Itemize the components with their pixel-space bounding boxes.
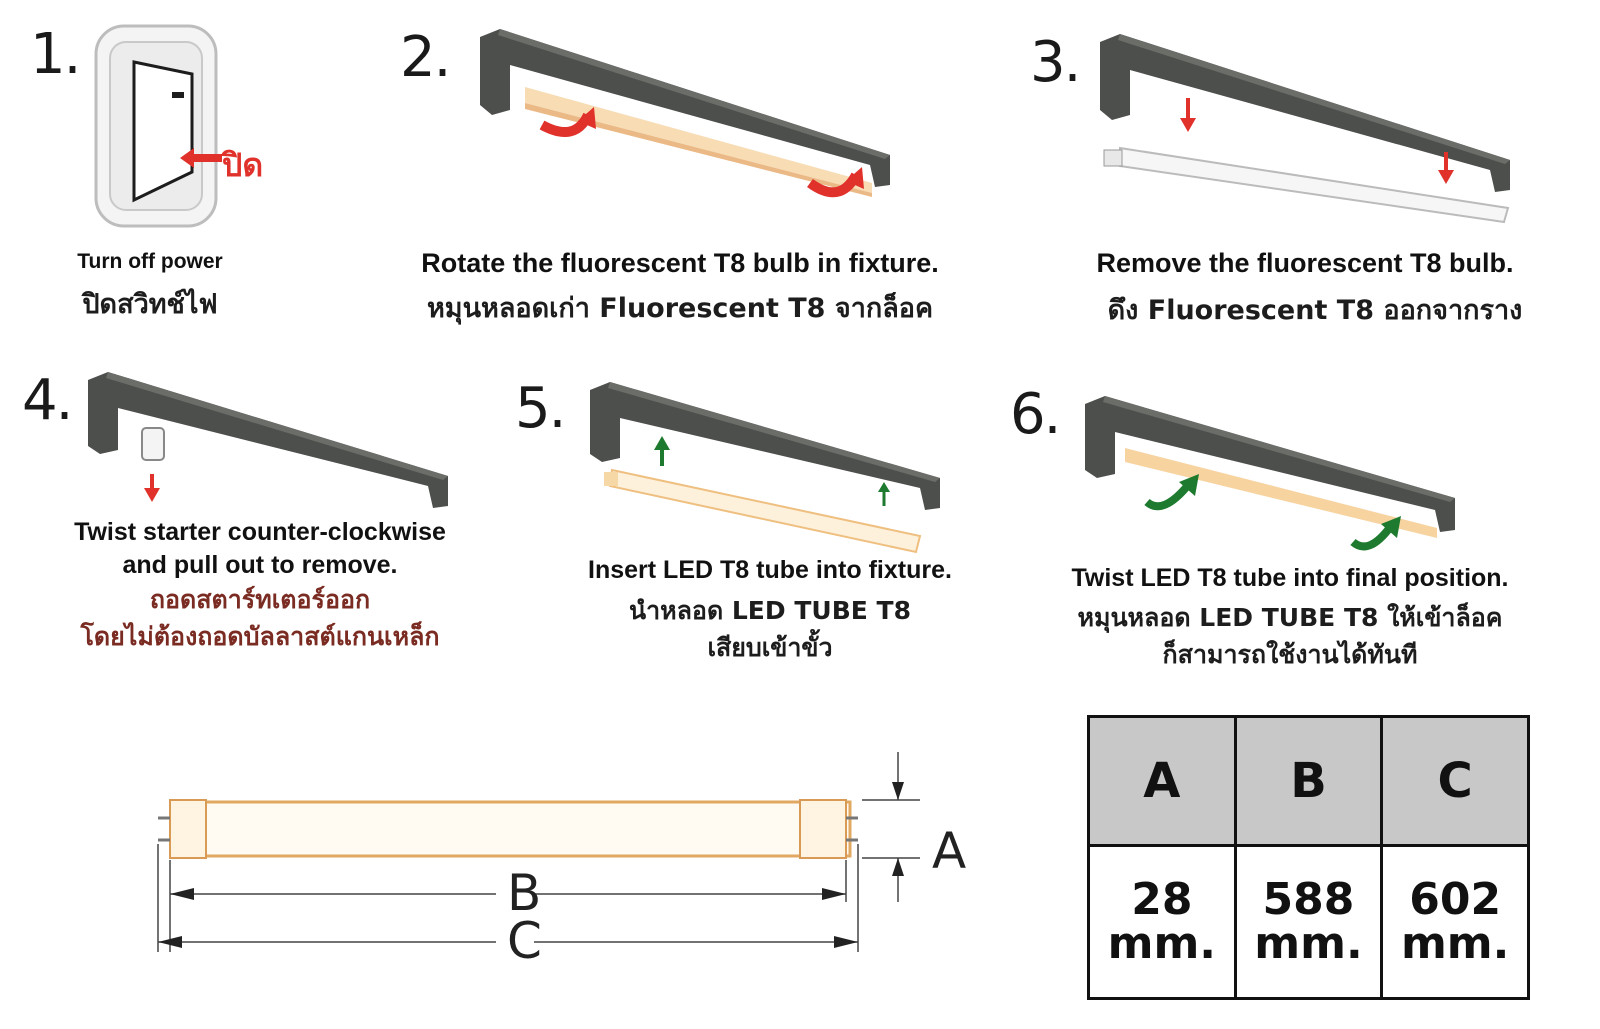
step-5-caption-thai-2: เสียบเข้าขั้ว [707, 633, 833, 662]
step-3-number: 3. [1030, 30, 1081, 95]
unit-c: mm. [1400, 918, 1510, 969]
switch-off-label: ปิด [222, 146, 264, 184]
table-header-a: A [1087, 715, 1237, 847]
step-4-caption-thai-1: ถอดสตาร์ทเตอร์ออก [149, 585, 371, 614]
fixture-illustration-6 [1085, 396, 1455, 551]
fixture-illustration-2 [480, 29, 890, 198]
step-6-caption-thai-1: หมุนหลอด LED TUBE T8 ให้เข้าล็อค [1077, 603, 1503, 632]
value-b: 588 [1262, 874, 1355, 925]
step-6-caption-thai-2: ก็สามารถใช้งานได้ทันที [1162, 640, 1418, 669]
unit-b: mm. [1254, 918, 1363, 969]
step-5-caption-thai-1: นำหลอด LED TUBE T8 [629, 596, 911, 625]
step-3-caption-thai: ดึง Fluorescent T8 ออกจากราง [1107, 295, 1523, 326]
step-2-number: 2. [400, 25, 451, 90]
step-4-caption-thai-2: โดยไม่ต้องถอดบัลลาสต์แกนเหล็ก [80, 622, 440, 651]
step-4-caption-line-1: Twist starter counter-clockwise [74, 518, 446, 546]
step-3-caption: Remove the fluorescent T8 bulb. [1096, 248, 1514, 278]
step-4-caption-line-2: and pull out to remove. [122, 551, 398, 579]
dimension-label-b: B [507, 864, 542, 922]
fixture-illustration-5 [590, 382, 940, 554]
unit-a: mm. [1107, 918, 1217, 969]
value-a: 28 [1131, 874, 1193, 925]
step-5-number: 5. [515, 376, 566, 441]
dimension-label-a: A [932, 822, 967, 880]
step-6-caption: Twist LED T8 tube into final position. [1071, 564, 1509, 592]
table-header-row: A B C [1087, 715, 1530, 847]
table-header-c: C [1380, 715, 1530, 847]
step-1-number: 1. [30, 22, 81, 87]
fixture-illustration-4 [88, 372, 448, 508]
value-c: 602 [1409, 874, 1502, 925]
step-4-number: 4. [22, 368, 73, 433]
table-header-b: B [1233, 715, 1384, 847]
step-5-caption: Insert LED T8 tube into fixture. [588, 556, 952, 584]
step-2-caption-thai: หมุนหลอดเก่า Fluorescent T8 จากล็อค [426, 293, 934, 324]
step-6-number: 6. [1010, 382, 1061, 447]
dimension-label-c: C [507, 912, 542, 970]
light-switch-icon [94, 24, 218, 228]
step-1-caption-thai: ปิดสวิทช์ไฟ [82, 289, 218, 320]
tube-dimension-diagram [157, 752, 920, 952]
step-1-caption: Turn off power [77, 250, 223, 273]
step-2-caption: Rotate the fluorescent T8 bulb in fixtur… [421, 248, 939, 278]
arrow-left-icon [180, 148, 222, 168]
fixture-illustration-3 [1100, 34, 1510, 224]
